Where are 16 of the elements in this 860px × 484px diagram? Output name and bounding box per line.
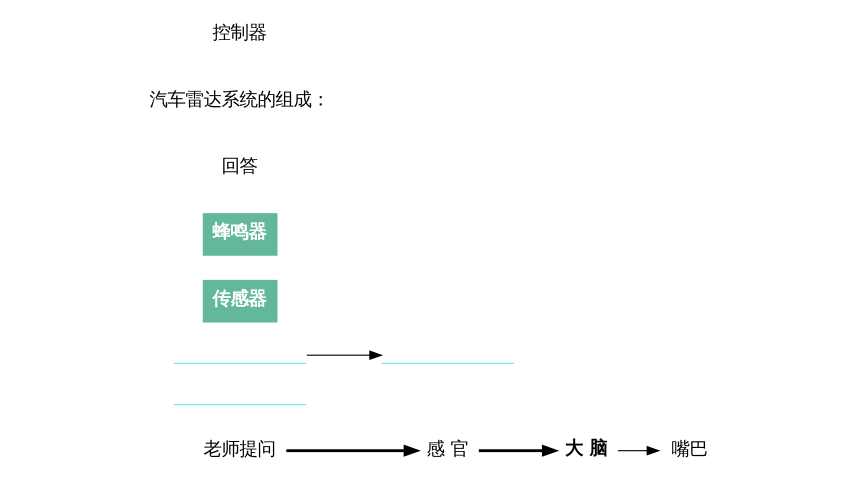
node-box: 传感器	[202, 279, 278, 322]
arrow	[617, 445, 660, 456]
arrow	[286, 444, 420, 456]
arrow	[306, 350, 383, 360]
label: 回答	[221, 156, 258, 177]
node-box: 蜂鸣器	[202, 212, 278, 256]
node-text: 大 脑	[564, 437, 607, 458]
node-text: 老师提问	[202, 438, 275, 460]
label: 控制器	[212, 22, 266, 44]
node-text: 嘴巴	[670, 438, 707, 460]
arrow	[478, 444, 559, 456]
label: 汽车雷达系统的组成：	[148, 88, 329, 110]
node-text: 感 官	[426, 438, 468, 460]
node-line	[381, 362, 514, 364]
node-line	[174, 362, 306, 364]
node-line	[174, 404, 306, 405]
